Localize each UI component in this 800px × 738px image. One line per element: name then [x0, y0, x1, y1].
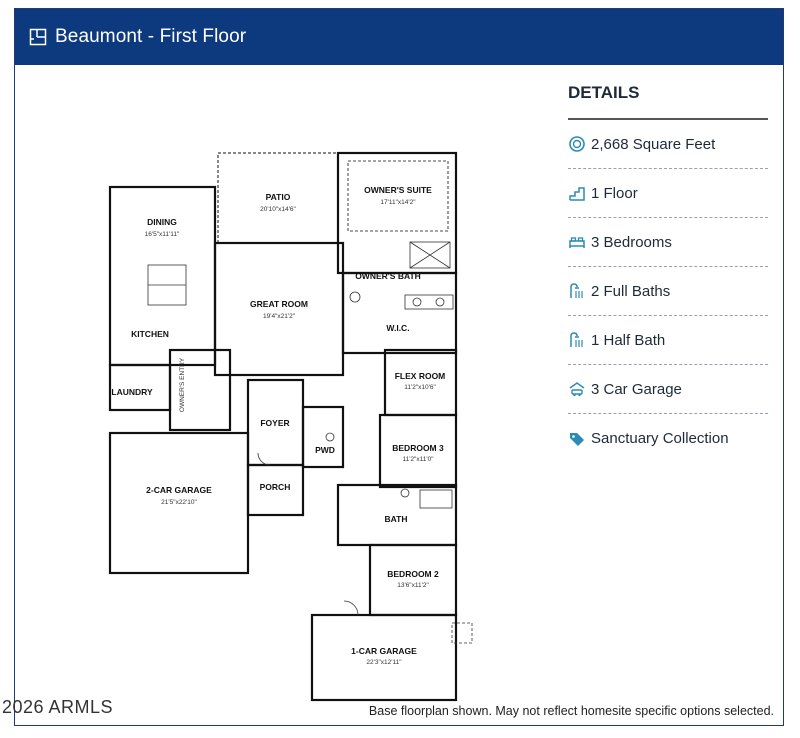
car-icon	[569, 382, 585, 397]
bed-icon	[569, 237, 585, 248]
page-title: Beaumont - First Floor	[55, 26, 247, 47]
room-flex-room: FLEX ROOM	[395, 371, 446, 381]
room-bedroom-2: BEDROOM 2	[387, 569, 439, 579]
shower-icon	[570, 283, 583, 298]
title-bar: Beaumont - First Floor	[15, 9, 783, 65]
room-kitchen: KITCHEN	[131, 329, 169, 339]
details-panel: DETAILS 2,668 Square Feet 1 Floor 3 Bedr…	[568, 78, 768, 463]
floor-plan: PATIO 20'10"x14'6" OWNER'S SUITE 17'11"x…	[108, 151, 473, 702]
detail-garage: 3 Car Garage	[568, 365, 768, 414]
detail-label: 2,668 Square Feet	[591, 135, 716, 153]
detail-bedrooms: 3 Bedrooms	[568, 218, 768, 267]
room-flex-room-dims: 11'2"x10'6"	[404, 384, 436, 391]
room-owners-suite-dims: 17'11"x14'2"	[380, 199, 416, 206]
room-porch: PORCH	[260, 482, 291, 492]
room-dining-dims: 16'5"x11'11"	[145, 231, 180, 238]
detail-full-baths: 2 Full Baths	[568, 267, 768, 316]
tag-icon	[570, 432, 584, 446]
room-1-car-garage: 1-CAR GARAGE	[351, 646, 417, 656]
room-great-room-dims: 19'4"x21'2"	[263, 313, 296, 320]
room-foyer: FOYER	[260, 418, 289, 428]
room-patio: PATIO	[266, 192, 291, 202]
disclaimer-note: Base floorplan shown. May not reflect ho…	[368, 704, 774, 718]
room-bath: BATH	[385, 514, 408, 524]
copyright-watermark: 2026 ARMLS	[2, 697, 114, 717]
floorplan-icon	[29, 28, 47, 46]
room-owners-bath: OWNER'S BATH	[355, 271, 421, 281]
detail-label: 3 Car Garage	[591, 380, 682, 398]
detail-floors: 1 Floor	[568, 169, 768, 218]
shower-icon	[570, 332, 583, 347]
room-wic: W.I.C.	[386, 323, 409, 333]
room-2-car-garage: 2-CAR GARAGE	[146, 485, 212, 495]
detail-label: Sanctuary Collection	[591, 430, 729, 447]
detail-label: 3 Bedrooms	[591, 233, 672, 251]
room-great-room: GREAT ROOM	[250, 299, 308, 309]
detail-label: 1 Floor	[591, 184, 638, 202]
room-2-car-garage-dims: 21'5"x22'10"	[161, 499, 197, 506]
room-bedroom-2-dims: 13'6"x11'2"	[397, 582, 429, 589]
room-laundry: LAUNDRY	[111, 387, 153, 397]
stairs-icon	[569, 187, 585, 201]
room-dining: DINING	[147, 217, 177, 227]
room-owners-suite: OWNER'S SUITE	[364, 185, 432, 195]
room-owners-entry: OWNER'S ENTRY	[179, 357, 186, 412]
room-bedroom-3: BEDROOM 3	[392, 443, 444, 453]
detail-square-feet: 2,668 Square Feet	[568, 120, 768, 169]
room-pwd: PWD	[315, 445, 335, 455]
detail-half-baths: 1 Half Bath	[568, 316, 768, 365]
room-patio-dims: 20'10"x14'6"	[260, 206, 296, 213]
room-bedroom-3-dims: 11'2"x11'0"	[402, 456, 434, 463]
details-heading: DETAILS	[568, 78, 768, 120]
area-icon	[569, 136, 585, 152]
content-frame	[14, 8, 784, 726]
detail-label: 2 Full Baths	[591, 282, 671, 300]
room-1-car-garage-dims: 22'3"x12'11"	[366, 659, 402, 666]
detail-label: 1 Half Bath	[591, 331, 666, 349]
detail-collection: Sanctuary Collection	[568, 414, 768, 463]
